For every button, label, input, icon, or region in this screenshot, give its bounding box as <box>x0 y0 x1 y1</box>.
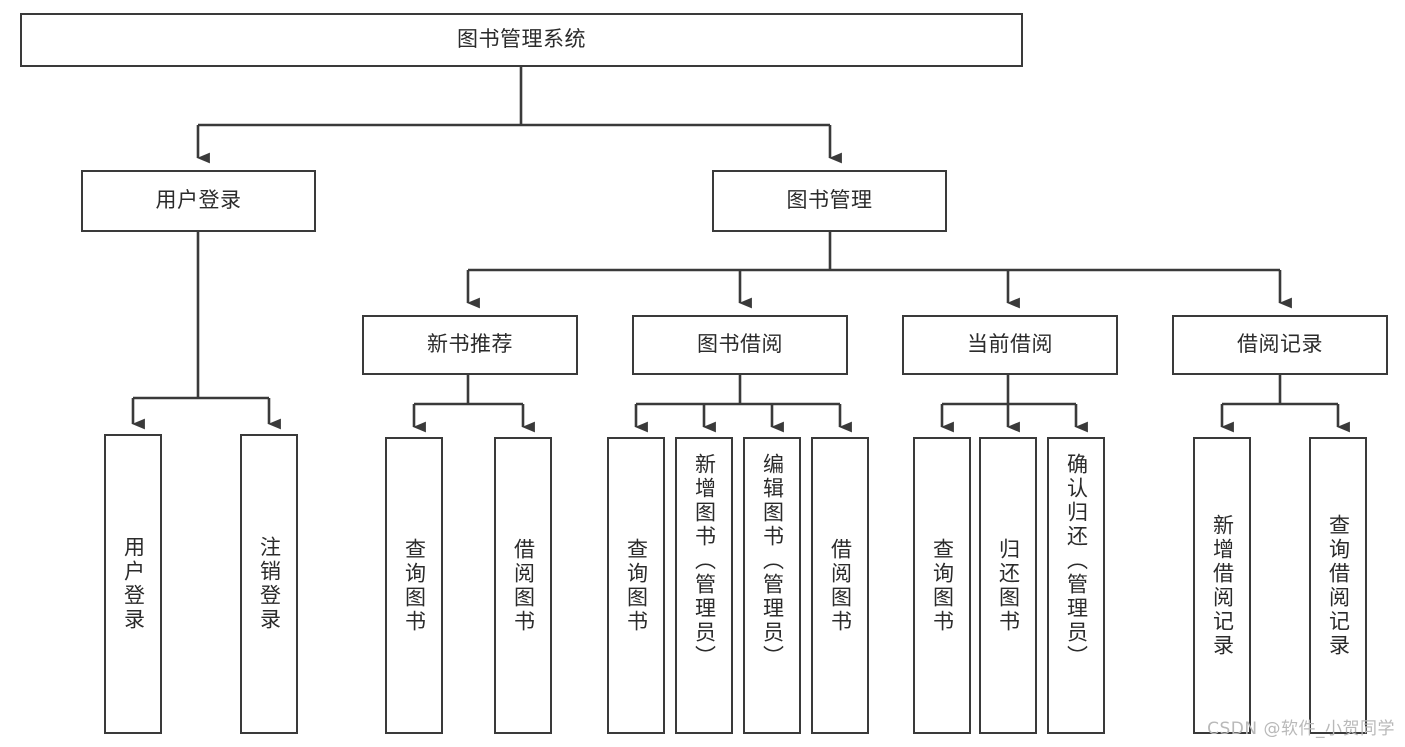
leaf-user-login-login[interactable]: 用户登录 <box>104 434 162 734</box>
node-new-book-recommend[interactable]: 新书推荐 <box>362 315 578 375</box>
leaf-book-borrow-add-book-admin[interactable]: 新增图书（管理员） <box>675 437 733 734</box>
node-book-borrow-label: 图书借阅 <box>697 332 783 357</box>
node-book-management[interactable]: 图书管理 <box>712 170 947 232</box>
leaf-current-borrow-return-book[interactable]: 归还图书 <box>979 437 1037 734</box>
leaf-label: 查询图书 <box>930 537 955 634</box>
node-new-book-recommend-label: 新书推荐 <box>427 332 513 357</box>
node-borrow-record[interactable]: 借阅记录 <box>1172 315 1388 375</box>
node-root-label: 图书管理系统 <box>457 27 586 52</box>
node-borrow-record-label: 借阅记录 <box>1237 332 1323 357</box>
leaf-label: 确认归还（管理员） <box>1064 453 1089 669</box>
node-book-management-label: 图书管理 <box>786 188 873 213</box>
leaf-borrow-record-query-record[interactable]: 查询借阅记录 <box>1309 437 1367 734</box>
leaf-new-book-query-book[interactable]: 查询图书 <box>385 437 443 734</box>
leaf-book-borrow-borrow-book[interactable]: 借阅图书 <box>811 437 869 734</box>
node-current-borrow[interactable]: 当前借阅 <box>902 315 1118 375</box>
node-root-book-management-system[interactable]: 图书管理系统 <box>20 13 1023 67</box>
node-book-borrow[interactable]: 图书借阅 <box>632 315 848 375</box>
leaf-current-borrow-query-book[interactable]: 查询图书 <box>913 437 971 734</box>
node-user-login[interactable]: 用户登录 <box>81 170 316 232</box>
leaf-label: 编辑图书（管理员） <box>760 453 785 669</box>
leaf-borrow-record-add-record[interactable]: 新增借阅记录 <box>1193 437 1251 734</box>
leaf-user-login-logout[interactable]: 注销登录 <box>240 434 298 734</box>
leaf-book-borrow-edit-book-admin[interactable]: 编辑图书（管理员） <box>743 437 801 734</box>
leaf-label: 借阅图书 <box>511 537 536 634</box>
leaf-label: 新增借阅记录 <box>1210 513 1235 658</box>
leaf-label: 查询图书 <box>402 537 427 634</box>
leaf-label: 新增图书（管理员） <box>692 453 717 669</box>
node-user-login-label: 用户登录 <box>155 188 242 213</box>
node-current-borrow-label: 当前借阅 <box>967 332 1053 357</box>
leaf-new-book-borrow-book[interactable]: 借阅图书 <box>494 437 552 734</box>
leaf-label: 注销登录 <box>257 536 282 632</box>
leaf-book-borrow-query-book[interactable]: 查询图书 <box>607 437 665 734</box>
leaf-current-borrow-confirm-return-admin[interactable]: 确认归还（管理员） <box>1047 437 1105 734</box>
leaf-label: 借阅图书 <box>828 537 853 634</box>
leaf-label: 查询图书 <box>624 537 649 634</box>
leaf-label: 用户登录 <box>121 536 146 632</box>
leaf-label: 查询借阅记录 <box>1326 513 1351 658</box>
leaf-label: 归还图书 <box>996 537 1021 634</box>
